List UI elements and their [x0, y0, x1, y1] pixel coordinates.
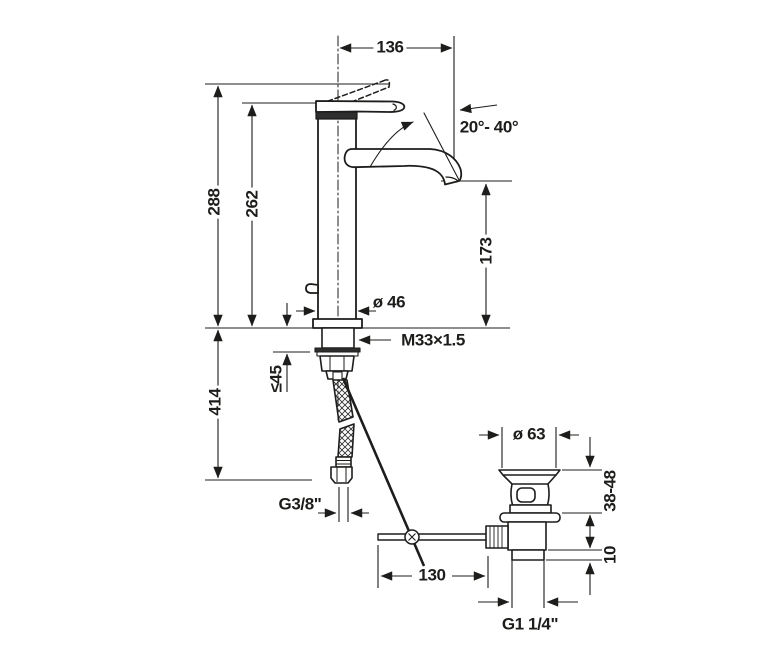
dim-rod-reach-label: 130 [415, 566, 449, 584]
rod-knurled-connector [485, 525, 509, 549]
dim-hose-thread-label: G3/8" [278, 494, 322, 514]
supply-hose-upper [332, 379, 354, 423]
cartridge-cap-band [315, 111, 358, 120]
dim-max-thickness-label: ≤45 [266, 365, 286, 393]
dim-spout-projection-label: 136 [373, 38, 407, 56]
angle-arc-arrow [369, 121, 414, 168]
dim-waste-offset-label: 10 [600, 545, 620, 565]
waste-lower-body [507, 521, 547, 551]
handle-lever [315, 100, 406, 113]
mounting-nut [319, 355, 355, 372]
dim-mounting-thread-label: M33×1.5 [401, 330, 465, 350]
pull-rod-knob [305, 283, 319, 294]
supply-hose-lower [337, 423, 355, 458]
dim-body-height-label: 262 [243, 187, 262, 221]
dim-waste-thread-label: G1 1/4" [501, 614, 559, 634]
popup-waste-assembly [485, 469, 561, 561]
hose-collar [335, 456, 352, 468]
under-counter-parts [314, 327, 489, 567]
dim-body-diameter-label: ø 46 [372, 292, 406, 312]
threaded-shank [321, 327, 355, 349]
faucet-outline [305, 35, 463, 421]
dim-outlet-height-label: 173 [477, 234, 496, 268]
base-plate [312, 318, 363, 329]
waste-collar [499, 512, 561, 523]
waste-tailpiece [511, 549, 545, 561]
overflow-hole [516, 487, 536, 503]
spout [343, 148, 463, 186]
angle-reference-line [423, 112, 460, 181]
waste-step [509, 504, 552, 514]
popup-horizontal-rod [377, 533, 489, 541]
dim-waste-diameter-label: ø 63 [512, 424, 546, 444]
dim-under-counter-label: 414 [206, 385, 225, 419]
seal-washer [314, 347, 361, 353]
waste-flange [498, 469, 561, 476]
dim-clamping-range-label: 38-48 [600, 470, 620, 512]
dim-swivel-angle-label: 20°- 40° [459, 117, 519, 137]
rod-socket [332, 371, 343, 381]
dim-total-height-label: 288 [205, 185, 224, 219]
hose-hex-nut [330, 466, 353, 484]
